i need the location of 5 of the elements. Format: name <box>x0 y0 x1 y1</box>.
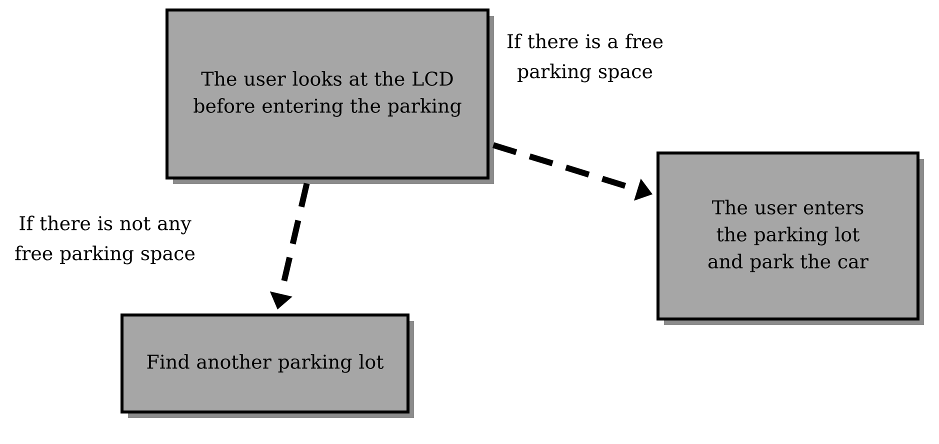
edge-label: If there is a free parking space <box>508 34 663 82</box>
process-box: Find another parking lot <box>120 313 414 418</box>
process-box: The user enters the parking lot and park the car <box>656 152 924 325</box>
process-box: The user looks at the LCD before entering the parking <box>166 8 494 184</box>
edge-label: If there is not any free parking space <box>15 216 194 264</box>
